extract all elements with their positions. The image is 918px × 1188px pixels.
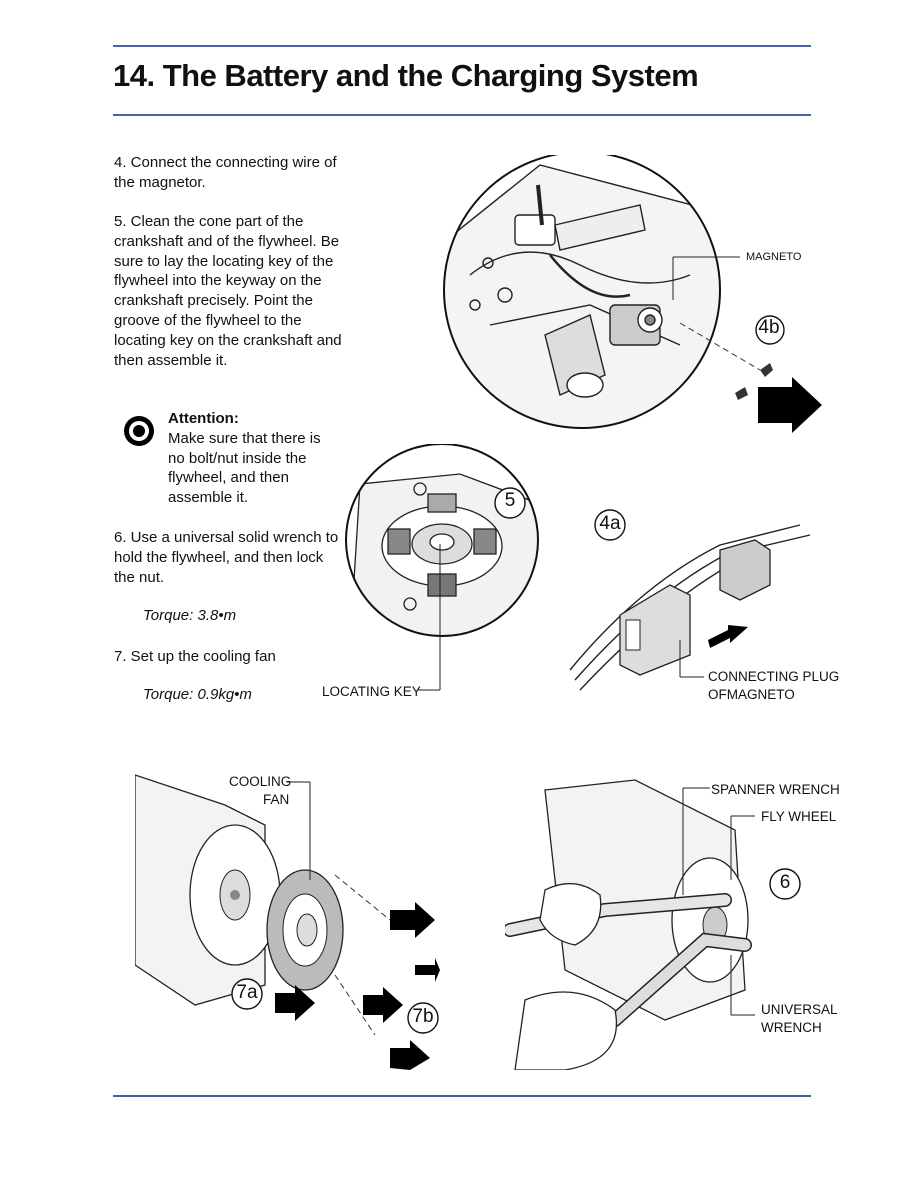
spanner-wrench-label: SPANNER WRENCH (711, 782, 840, 797)
fly-wheel-label: FLY WHEEL (761, 809, 837, 824)
universal-wrench-label-1: UNIVERSAL (761, 1002, 838, 1017)
connecting-plug-figure (569, 509, 811, 691)
attention-body: Make sure that there is no bolt/nut insi… (168, 429, 321, 507)
wrench-figure (505, 779, 755, 1070)
magneto-figure (443, 155, 822, 433)
footer-rule (113, 1095, 811, 1097)
attention-note: Attention: Make sure that there is no bo… (168, 409, 338, 508)
header-top-rule (113, 45, 811, 47)
attention-title: Attention: (168, 410, 239, 427)
cooling-fan-label-1: COOLING (229, 774, 292, 789)
step-4b-badge: 4b (758, 317, 780, 338)
connecting-plug-label-2: OFMAGNETO (708, 687, 795, 702)
step-6-text: 6. Use a universal solid wrench to hold … (114, 529, 339, 586)
step-7a-badge: 7a (236, 982, 258, 1003)
locating-key-label: LOCATING KEY (322, 684, 421, 699)
step-6-badge: 6 (779, 872, 791, 893)
cooling-fan-label-2: FAN (263, 792, 290, 807)
step-7-text: 7. Set up the cooling fan (114, 648, 276, 665)
step-5-text: 5. Clean the cone part of the crankshaft… (114, 213, 342, 369)
step-6-badge-circle (769, 868, 801, 900)
header-bottom-rule (113, 114, 811, 116)
attention-icon (124, 416, 154, 446)
torque-6: Torque: 3.8•m (143, 607, 237, 624)
universal-wrench-label-2: WRENCH (761, 1020, 822, 1035)
step-7b-badge: 7b (412, 1006, 434, 1027)
magneto-label: MAGNETO (746, 251, 802, 263)
torque-7: Torque: 0.9kg•m (143, 686, 252, 703)
step-5-badge: 5 (504, 490, 516, 511)
flywheel-figure (345, 444, 539, 691)
step-4a-badge: 4a (599, 513, 621, 534)
step-4-text: 4. Connect the connecting wire of the ma… (114, 154, 337, 191)
page-title: 14. The Battery and the Charging System (113, 58, 699, 93)
connecting-plug-label-1: CONNECTING PLUG (708, 669, 840, 684)
cooling-fan-figure (135, 774, 440, 1070)
